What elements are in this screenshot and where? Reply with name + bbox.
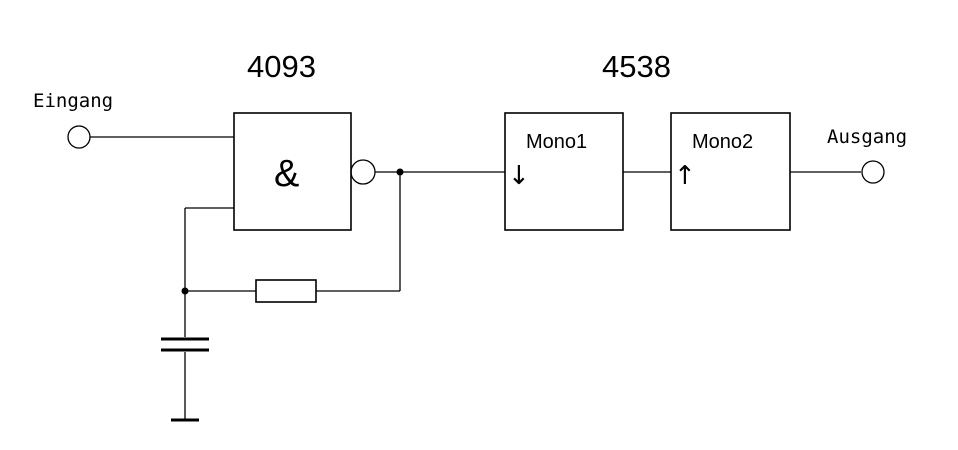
mono1-label: Mono1 bbox=[526, 131, 587, 153]
ic-4093-label: 4093 bbox=[247, 49, 316, 84]
mono2-label: Mono2 bbox=[692, 131, 753, 153]
gate-inversion-bubble bbox=[350, 159, 376, 185]
rc-junction bbox=[181, 287, 189, 295]
mono1-falling-edge-arrow-icon: ↓ bbox=[508, 161, 530, 191]
input-label: Eingang bbox=[33, 90, 113, 112]
mono2-block bbox=[670, 112, 791, 231]
ic-4538-label: 4538 bbox=[602, 49, 671, 84]
gate-symbol: & bbox=[274, 153, 299, 195]
mono2-rising-edge-arrow-icon: ↑ bbox=[674, 161, 696, 191]
resistor bbox=[255, 279, 317, 303]
mono1-block bbox=[504, 112, 624, 231]
output-label: Ausgang bbox=[827, 126, 907, 148]
output-terminal bbox=[861, 160, 885, 184]
input-terminal bbox=[67, 125, 91, 149]
